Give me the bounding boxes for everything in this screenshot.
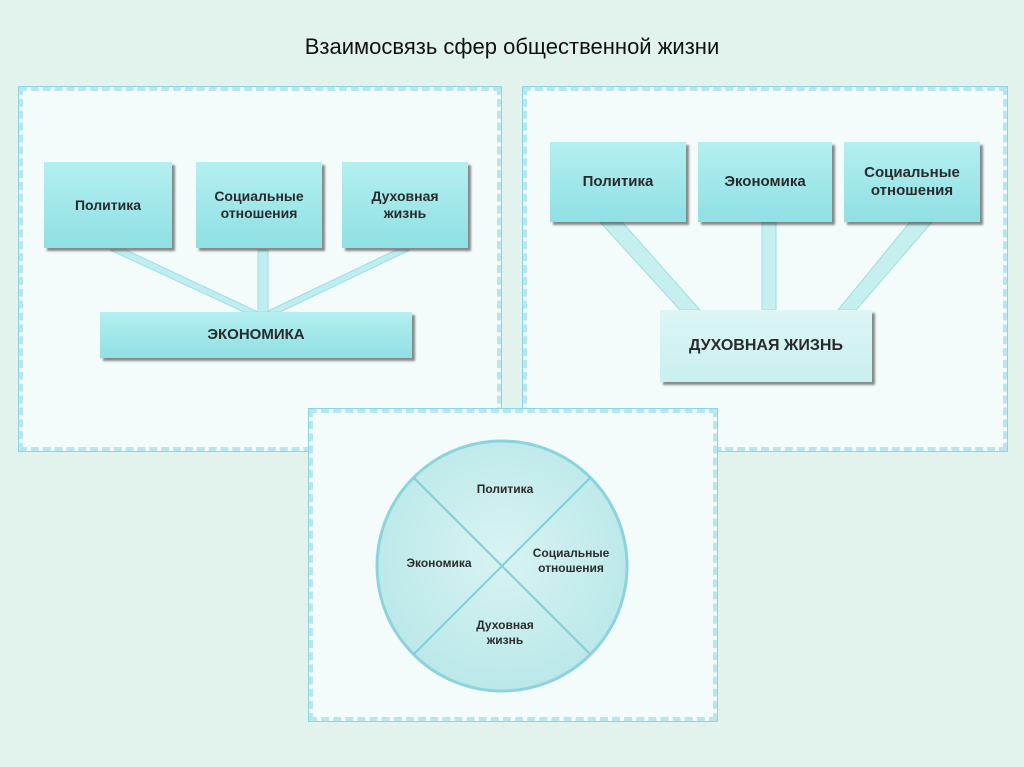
pie-label-spiritual-life: Духовная жизнь [476, 618, 534, 647]
box-social-relations: Социальные отношения [844, 142, 980, 222]
pie-label-politics: Политика [476, 482, 534, 496]
box-spiritual-life-base: ДУХОВНАЯ ЖИЗНЬ [660, 310, 872, 382]
box-economy-base: ЭКОНОМИКА [100, 312, 412, 358]
pie-label-social-relations: Социальные отношения [532, 546, 610, 575]
pie-label-economy: Экономика [406, 556, 472, 570]
box-social-relations: Социальные отношения [196, 162, 322, 248]
box-politics: Политика [44, 162, 172, 248]
page-title: Взаимосвязь сфер общественной жизни [304, 34, 720, 59]
box-spiritual-life: Духовная жизнь [342, 162, 468, 248]
box-politics: Политика [550, 142, 686, 222]
box-economy: Экономика [698, 142, 832, 222]
